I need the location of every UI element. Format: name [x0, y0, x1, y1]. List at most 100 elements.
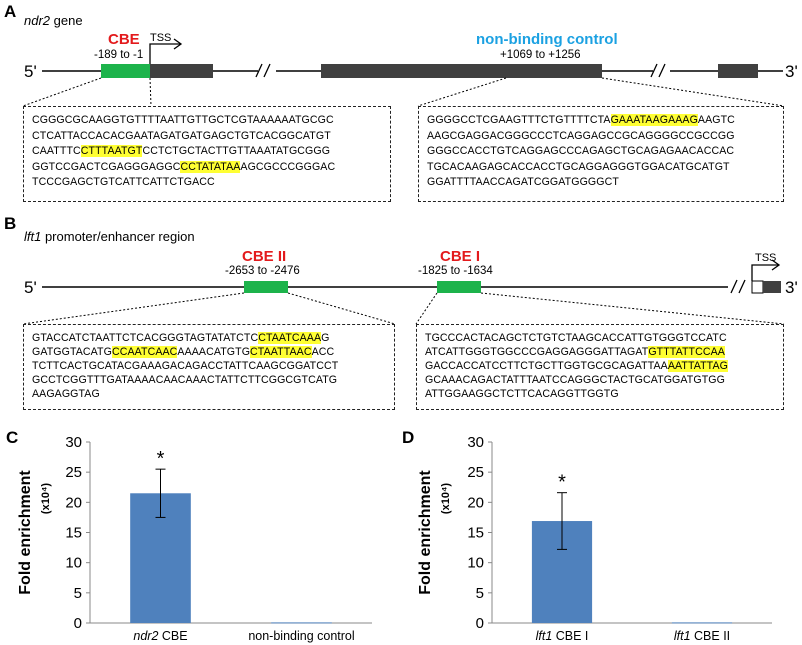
sequence-segment: G [321, 332, 330, 344]
gene-name-ndr2: ndr2 [24, 13, 51, 28]
category-gene-name: lft1 [674, 629, 691, 643]
sequence-segment: AAGAGGTAG [32, 388, 100, 400]
category-label-text: CBE [158, 629, 187, 643]
zoom-line [480, 292, 785, 325]
zoom-line [22, 292, 245, 325]
ndr2-exon-1 [150, 64, 213, 78]
sequence-line: TGCCCACTACAGCTCTGTCTAAGCACCATTGTGGGTCCAT… [425, 331, 775, 345]
sequence-segment: TCTTCACTGCATACGAAAGACAGACCTATTCAAGCGGATC… [32, 360, 339, 372]
sequence-segment: TGCACAAGAGCACCACCTGCAGGAGGGTGGACATGCATGT [427, 160, 730, 173]
y-axis-unit: (x10⁴) [440, 483, 452, 514]
category-label-text: CBE I [552, 629, 588, 643]
cbe1-label: CBE I [440, 248, 481, 265]
sequence-line: CAATTTCCTTTAATGTCCTCTGCTACTTGTTAAATATGCG… [32, 144, 382, 160]
y-axis-label: Fold enrichment [417, 470, 434, 595]
category-gene-name: lft1 [536, 629, 553, 643]
y-tick-label: 25 [467, 464, 484, 481]
y-tick-label: 20 [65, 494, 82, 511]
lft1-three-prime: 3' [785, 278, 798, 297]
tss-arrowhead [173, 38, 183, 50]
zoom-line [601, 77, 785, 107]
gene-name-lft1: lft1 [24, 229, 42, 244]
y-tick-label: 25 [65, 464, 82, 481]
panel-d-letter: D [402, 428, 415, 447]
highlighted-motif: CTAATTAAC [250, 346, 312, 358]
y-tick-label: 10 [467, 555, 484, 572]
sequence-segment: GTACCATCTAATTCTCACGGGTAGTATATCTC [32, 332, 259, 344]
sequence-line: GTACCATCTAATTCTCACGGGTAGTATATCTCCTAATCAA… [32, 331, 386, 345]
gene-title-suffix: gene [50, 13, 83, 28]
sequence-segment: GACCACCATCCTTCTGCTTGGTGCGCAGATTAA [425, 360, 668, 372]
sequence-segment: TCCCGAGCTGTCATTCATTCTGACC [32, 176, 215, 189]
ndr2-exon-3 [718, 64, 758, 78]
sequence-line: TCTTCACTGCATACGAAAGACAGACCTATTCAAGCGGATC… [32, 359, 386, 373]
break-mark [738, 279, 746, 294]
category-label-text: CBE II [691, 629, 731, 643]
sequence-segment: GATGGTACATG [32, 346, 112, 358]
sequence-segment: CCTCTGCTACTTGTTAAATATGCGGG [142, 145, 331, 158]
category-gene-name: ndr2 [133, 629, 158, 643]
ndr2-five-prime: 5' [24, 62, 37, 81]
y-tick-label: 0 [476, 615, 484, 632]
y-axis-label: Fold enrichment [17, 470, 34, 595]
sequence-segment: AGCGCCCGGGAC [240, 160, 336, 173]
highlighted-motif: AATTATTAG [667, 360, 728, 372]
break-mark [650, 63, 658, 78]
sequence-segment: ATCATTGGGTGGCCCGAGGAGGGATTAGAT [425, 346, 649, 358]
sequence-line: GGGGCCTCGAAGTTTCTGTTTTCTAGAAATAAGAAAGAAG… [427, 113, 775, 129]
highlighted-motif: GAAATAAGAAAG [610, 114, 698, 126]
y-tick-label: 30 [65, 434, 82, 451]
gene-title-suffix: promoter/enhancer region [41, 229, 195, 244]
sequence-line: ATCATTGGGTGGCCCGAGGAGGGATTAGATGTTTATTCCA… [425, 345, 775, 359]
y-tick-label: 10 [65, 555, 82, 572]
sequence-segment: AAAACATGTG [177, 346, 251, 358]
sequence-segment: GGGCCACCTGTCAGGAGCCCAGAGCTGCAGAGAACACCAC [427, 145, 735, 158]
highlighted-motif: CTTTAATGT [80, 145, 143, 158]
sequence-segment: AAGTC [697, 114, 735, 126]
sequence-line: GCAAACAGACTATTTAATCCAGGGCTACTGCATGGATGTG… [425, 373, 775, 387]
ndr2-cbe-label: CBE [108, 31, 140, 48]
significance-marker: * [157, 448, 165, 470]
zoom-line [287, 292, 396, 325]
sequence-line: GCCTCGGTTTGATAAAACAACAAACTATTCTTCGGCGTCA… [32, 373, 386, 387]
tss-arrowhead-b [771, 259, 781, 271]
bar [271, 622, 332, 624]
sequence-line: GGGCCACCTGTCAGGAGCCCAGAGCTGCAGAGAACACCAC [427, 144, 775, 160]
sequence-line: GACCACCATCCTTCTGCTTGGTGCGCAGATTAAAATTATT… [425, 359, 775, 373]
sequence-segment: CGGGCGCAAGGTGTTTTAATTGTTGCTCGTAAAAAATGCG… [32, 114, 334, 126]
sequence-line: GGATTTTAACCAGATCGGATGGGGCT [427, 175, 775, 191]
category-label: lft1 CBE II [674, 629, 730, 643]
tss-arrow-b [751, 264, 778, 281]
y-tick-label: 15 [65, 525, 82, 542]
highlighted-motif: CCTATATAA [180, 160, 241, 173]
sequence-line: ATTGGAAGGCTCTTCACAGGTTGGTG [425, 387, 775, 401]
sequence-segment: CAATTTC [32, 145, 81, 158]
ndr2-cbe-box [101, 64, 150, 78]
category-label: ndr2 CBE [133, 629, 187, 643]
sequence-segment: ATTGGAAGGCTCTTCACAGGTTGGTG [425, 388, 619, 400]
zoom-line [149, 77, 152, 107]
category-label-text: non-binding control [248, 629, 354, 643]
zoom-line [417, 77, 507, 107]
y-tick-label: 20 [467, 494, 484, 511]
category-label: non-binding control [248, 629, 354, 643]
break-mark [658, 63, 666, 78]
ndr2-cbe-coord: -189 to -1 [94, 49, 144, 61]
y-tick-label: 5 [476, 585, 484, 602]
sequence-segment: GCCTCGGTTTGATAAAACAACAAACTATTCTTCGGCGTCA… [32, 374, 338, 386]
highlighted-motif: GTTTATTCCAA [648, 346, 725, 358]
ndr2-three-prime: 3' [785, 62, 798, 81]
cbe2-sequence-box: GTACCATCTAATTCTCACGGGTAGTATATCTCCTAATCAA… [23, 324, 395, 410]
lft1-cbe2-box [244, 281, 288, 293]
sequence-segment: TGCCCACTACAGCTCTGTCTAAGCACCATTGTGGGTCCAT… [425, 332, 727, 344]
control-coord: +1069 to +1256 [500, 49, 581, 61]
sequence-line: TGCACAAGAGCACCACCTGCAGGAGGGTGGACATGCATGT [427, 160, 775, 176]
ndr2-tss-label: TSS [150, 32, 172, 44]
highlighted-motif: CTAATCAAA [258, 332, 322, 344]
sequence-line: AAGAGGTAG [32, 387, 386, 401]
panel-a-gene-title: ndr2 gene [24, 13, 83, 28]
break-mark [255, 63, 263, 78]
sequence-line: CGGGCGCAAGGTGTTTTAATTGTTGCTCGTAAAAAATGCG… [32, 113, 382, 129]
highlighted-motif: CCAATCAAC [111, 346, 178, 358]
panel-b-gene-title: lft1 promoter/enhancer region [24, 229, 195, 244]
